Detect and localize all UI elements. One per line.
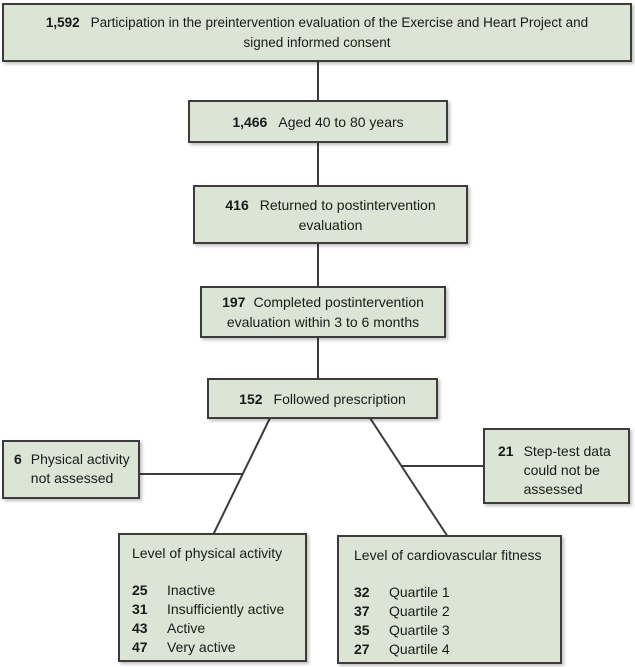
item-count: 47 — [132, 639, 148, 655]
aged-label: Aged 40 to 80 years — [278, 113, 404, 130]
box-followed-prescription: 152 Followed prescription — [207, 378, 438, 419]
list-item: 32 Quartile 1 — [354, 583, 554, 602]
item-label: Quartile 2 — [389, 603, 450, 619]
followed-label: Followed prescription — [273, 390, 406, 407]
item-label: Quartile 4 — [389, 641, 450, 657]
list-item: 35 Quartile 3 — [354, 621, 554, 640]
list-item: 27 Quartile 4 — [354, 640, 554, 659]
item-label: Quartile 1 — [389, 584, 450, 600]
physical-activity-list: 25 Inactive 31 Insufficiently active 43 … — [132, 581, 299, 657]
list-item: 25 Inactive — [132, 581, 299, 600]
item-count: 43 — [132, 620, 148, 636]
consent-line1: 1,592 Participation in the preinterventio… — [10, 13, 624, 33]
item-count: 31 — [132, 601, 148, 617]
item-label: Inactive — [167, 582, 216, 598]
item-label: Quartile 3 — [389, 622, 450, 638]
box-returned-postintervention: 416 Returned to postintervention evaluati… — [193, 185, 468, 244]
list-item: 47 Very active — [132, 638, 299, 657]
physical-activity-title: Level of physical activity — [132, 545, 283, 561]
cardio-fitness-title: Level of cardiovascular fitness — [354, 547, 542, 563]
item-count: 35 — [354, 622, 370, 638]
returned-count: 416 — [225, 196, 249, 213]
pa-not-assessed-label: Physical activity not assessed — [30, 451, 130, 486]
box-aged-40-80: 1,466 Aged 40 to 80 years — [188, 100, 448, 143]
list-item: 31 Insufficiently active — [132, 600, 299, 619]
consent-label-line2: signed informed consent — [243, 34, 391, 50]
aged-count: 1,466 — [232, 113, 268, 130]
item-label: Active — [167, 620, 206, 636]
followed-count: 152 — [239, 390, 263, 407]
item-count: 25 — [132, 582, 148, 598]
completed-label: Completed postintervention evaluation wi… — [226, 294, 424, 330]
item-count: 32 — [354, 584, 370, 600]
completed-count: 197 — [222, 294, 246, 310]
list-item: 43 Active — [132, 619, 299, 638]
box-pa-not-assessed: 6 Physical activity not assessed — [2, 440, 140, 499]
item-count: 27 — [354, 641, 370, 657]
connector-followed-cardio-fitness — [369, 417, 449, 538]
box-physical-activity: Level of physical activity 25 Inactive 3… — [118, 533, 307, 662]
consent-count: 1,592 — [45, 14, 80, 30]
pa-not-assessed-count: 6 — [14, 451, 22, 467]
returned-label: Returned to postintervention evaluation — [259, 196, 436, 233]
followed-line: 152 Followed prescription — [215, 389, 430, 409]
item-label: Very active — [167, 639, 236, 655]
consent-label-line1: Participation in the preintervention eva… — [90, 14, 589, 30]
connector-followed-physical-activity — [212, 417, 271, 536]
list-item: 37 Quartile 2 — [354, 602, 554, 621]
returned-line: 416 Returned to postintervention evaluati… — [201, 195, 460, 235]
item-count: 37 — [354, 603, 370, 619]
step-test-label: Step-test data could not be assessed — [523, 443, 611, 497]
box-step-test-not-assessed: 21 Step-test data could not be assessed — [483, 428, 630, 504]
cardio-fitness-list: 32 Quartile 1 37 Quartile 2 35 Quartile … — [354, 583, 554, 659]
box-cardio-fitness: Level of cardiovascular fitness 32 Quart… — [337, 535, 562, 664]
aged-line: 1,466 Aged 40 to 80 years — [196, 112, 440, 132]
item-label: Insufficiently active — [167, 601, 285, 617]
box-consent: 1,592 Participation in the preinterventio… — [2, 3, 632, 62]
step-test-count: 21 — [498, 443, 514, 459]
